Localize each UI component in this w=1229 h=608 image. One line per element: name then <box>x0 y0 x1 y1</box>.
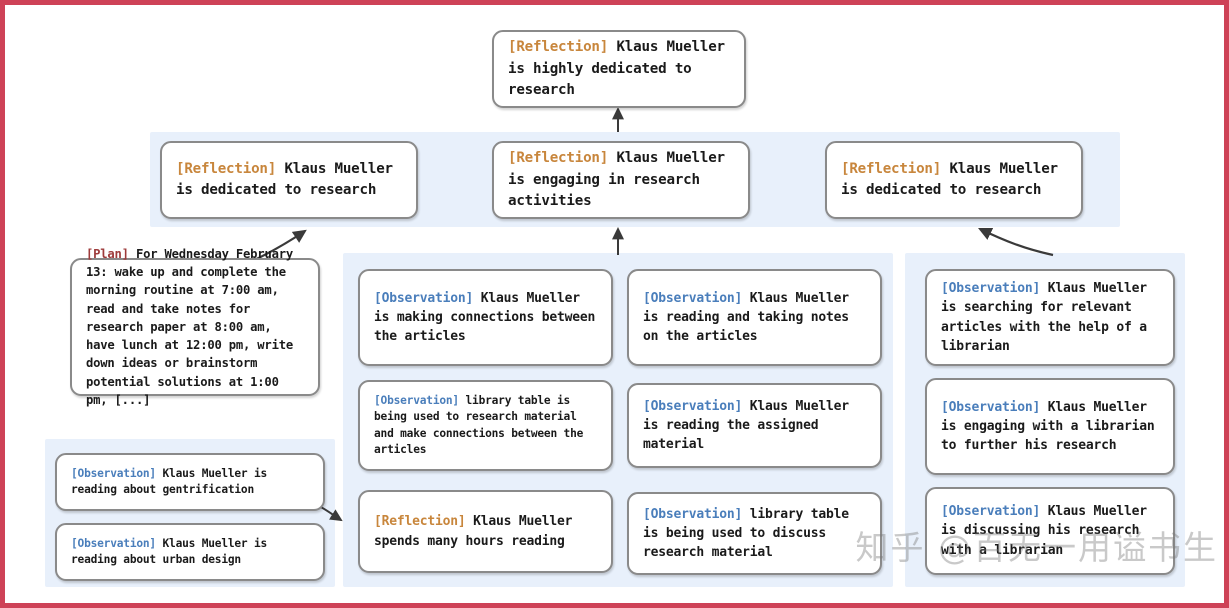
node-text: [Observation] library table is being use… <box>643 505 868 563</box>
plan-tag: [Plan] <box>86 246 129 261</box>
node-body: Klaus Mueller is reading about urban des… <box>71 536 274 566</box>
observation-tag: [Observation] <box>643 290 743 306</box>
node-text: [Observation] Klaus Mueller is searching… <box>941 279 1161 356</box>
observation-tag: [Observation] <box>643 506 743 522</box>
node-body: Klaus Mueller is searching for relevant … <box>941 281 1155 354</box>
node-text: [Reflection] Klaus Mueller is dedicated … <box>176 159 404 201</box>
reflection-tag: [Reflection] <box>374 514 466 530</box>
center-observation-node-1[interactable]: [Observation] Klaus Mueller is reading a… <box>627 269 882 366</box>
node-text: [Reflection] Klaus Mueller is highly ded… <box>508 37 732 100</box>
node-text: [Observation] library table is being use… <box>374 393 599 458</box>
left-observation-node-1[interactable]: [Observation] Klaus Mueller is reading a… <box>55 453 325 511</box>
node-body: Klaus Mueller is engaging with a librari… <box>941 399 1163 454</box>
reflection-tag: [Reflection] <box>508 39 609 56</box>
node-text: [Reflection] Klaus Mueller is engaging i… <box>508 148 736 211</box>
node-text: [Reflection] Klaus Mueller spends many h… <box>374 512 599 550</box>
middle-reflection-node[interactable]: [Reflection] Klaus Mueller spends many h… <box>358 490 613 573</box>
reflection-node-right[interactable]: [Reflection] Klaus Mueller is dedicated … <box>825 141 1083 219</box>
reflection-node-left[interactable]: [Reflection] Klaus Mueller is dedicated … <box>160 141 418 219</box>
center-observation-node-3[interactable]: [Observation] library table is being use… <box>627 492 882 575</box>
reflection-node-center[interactable]: [Reflection] Klaus Mueller is engaging i… <box>492 141 750 219</box>
node-body: Klaus Mueller is reading and taking note… <box>643 290 857 345</box>
observation-tag: [Observation] <box>71 536 156 550</box>
reflection-tag: [Reflection] <box>841 160 942 177</box>
right-observation-node-1[interactable]: [Observation] Klaus Mueller is searching… <box>925 269 1175 366</box>
node-body: Klaus Mueller is highly dedicated to res… <box>508 39 734 98</box>
node-body: library table is being used to research … <box>374 394 590 456</box>
left-observation-node-2[interactable]: [Observation] Klaus Mueller is reading a… <box>55 523 325 581</box>
middle-observation-node-1[interactable]: [Observation] Klaus Mueller is making co… <box>358 269 613 366</box>
memory-stream-diagram: [Reflection] Klaus Mueller is highly ded… <box>5 5 1224 603</box>
node-body: Klaus Mueller is dedicated to research <box>841 160 1067 198</box>
node-text: [Observation] Klaus Mueller is reading a… <box>71 466 311 498</box>
plan-node[interactable]: [Plan] For Wednesday February 13: wake u… <box>70 247 320 407</box>
node-text: [Observation] Klaus Mueller is engaging … <box>941 398 1161 456</box>
right-observation-node-3[interactable]: [Observation] Klaus Mueller is discussin… <box>925 487 1175 575</box>
observation-tag: [Observation] <box>374 290 474 306</box>
observation-tag: [Observation] <box>643 398 743 414</box>
node-body: Klaus Mueller is discussing his research… <box>941 504 1155 558</box>
node-body: Klaus Mueller is reading about gentrific… <box>71 466 274 496</box>
node-body: Klaus Mueller spends many hours reading <box>374 514 580 549</box>
reflection-tag: [Reflection] <box>508 150 609 167</box>
observation-tag: [Observation] <box>71 466 156 480</box>
center-observation-node-2[interactable]: [Observation] Klaus Mueller is reading t… <box>627 383 882 468</box>
node-text: [Observation] Klaus Mueller is reading a… <box>643 289 868 347</box>
node-body: Klaus Mueller is dedicated to research <box>176 160 402 198</box>
observation-tag: [Observation] <box>941 399 1041 415</box>
node-text: [Reflection] Klaus Mueller is dedicated … <box>841 159 1069 201</box>
node-body: Klaus Mueller is engaging in research ac… <box>508 150 734 209</box>
node-text: [Observation] Klaus Mueller is reading a… <box>71 536 311 568</box>
node-body: library table is being used to discuss r… <box>643 506 857 561</box>
node-body: For Wednesday February 13: wake up and c… <box>86 246 301 408</box>
node-text: [Observation] Klaus Mueller is discussin… <box>941 502 1161 560</box>
node-text: [Observation] Klaus Mueller is making co… <box>374 289 599 347</box>
node-text: [Observation] Klaus Mueller is reading t… <box>643 397 868 455</box>
reflection-tag: [Reflection] <box>176 160 277 177</box>
top-reflection-node[interactable]: [Reflection] Klaus Mueller is highly ded… <box>492 30 746 108</box>
right-observation-node-2[interactable]: [Observation] Klaus Mueller is engaging … <box>925 378 1175 475</box>
observation-tag: [Observation] <box>941 504 1041 520</box>
middle-observation-node-2[interactable]: [Observation] library table is being use… <box>358 380 613 471</box>
node-text: [Plan] For Wednesday February 13: wake u… <box>86 245 306 410</box>
node-body: Klaus Mueller is making connections betw… <box>374 290 603 345</box>
observation-tag: [Observation] <box>941 281 1041 297</box>
observation-tag: [Observation] <box>374 394 459 408</box>
node-body: Klaus Mueller is reading the assigned ma… <box>643 398 857 453</box>
